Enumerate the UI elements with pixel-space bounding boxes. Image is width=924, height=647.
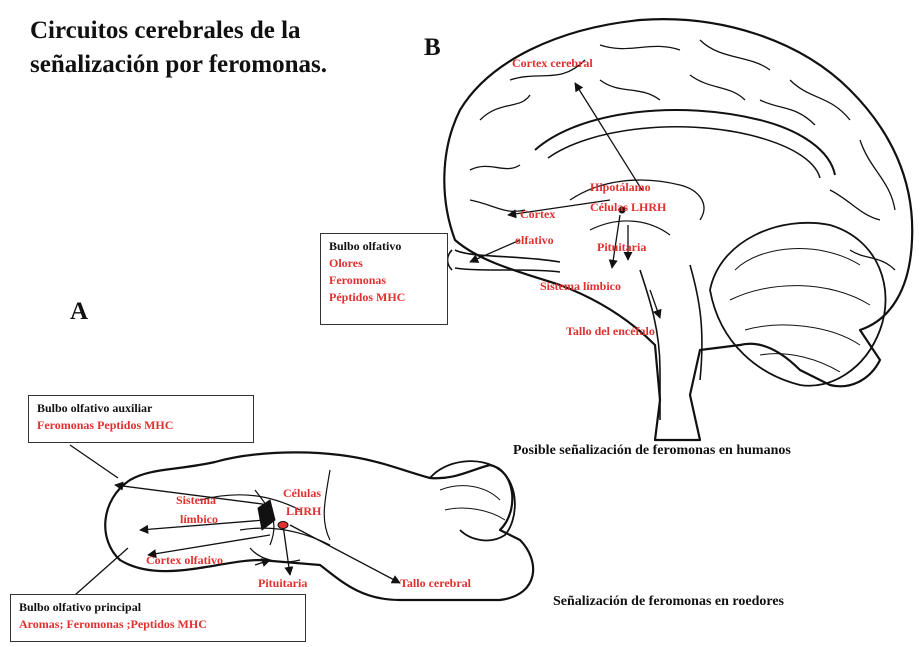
label-cortex-cerebral: Cortex cerebral — [512, 56, 593, 70]
human-brain-illustration — [444, 19, 912, 440]
box-aux-head: Bulbo olfativo auxiliar — [37, 400, 245, 417]
label-pituitaria-human: Pituitaria — [597, 240, 646, 254]
label-hipotalamo: Hipotálamo — [590, 180, 651, 194]
box-main-head: Bulbo olfativo principal — [19, 599, 297, 616]
box-item-olores: Olores — [329, 255, 439, 272]
label-celulas-lhrh: Células LHRH — [590, 200, 666, 214]
lhrh-dot-rodent — [278, 522, 288, 529]
panel-letter-a: A — [70, 298, 88, 326]
box-main-red: Aromas; Feromonas ;Peptidos MHC — [19, 616, 297, 633]
caption-rodent: Señalización de feromonas en roedores — [553, 594, 784, 610]
label-sistema-limbico-1: Sistema — [176, 493, 216, 507]
box-bulbo-principal: Bulbo olfativo principal Aromas; Feromon… — [10, 594, 306, 642]
label-tallo-encefalo: Tallo del encéfalo — [566, 324, 655, 338]
box-item-feromonas: Feromonas — [329, 272, 439, 289]
label-cortex-olfativo-rodent: Cortex olfativo — [146, 553, 223, 567]
box-head: Bulbo olfativo — [329, 238, 439, 255]
box-bulbo-olfativo-human: Bulbo olfativo Olores Feromonas Péptidos… — [320, 233, 448, 325]
label-pituitaria-rodent: Pituitaria — [258, 576, 307, 590]
label-tallo-cerebral: Tallo cerebral — [400, 576, 471, 590]
rodent-arrows — [70, 445, 400, 595]
label-cortex-olfativo-1: Cortex — [520, 207, 555, 221]
label-celulas-2: LHRH — [286, 504, 321, 518]
label-sistema-limbico-2: límbico — [180, 512, 218, 526]
box-aux-red: Feromonas Peptidos MHC — [37, 417, 245, 434]
box-bulbo-auxiliar: Bulbo olfativo auxiliar Feromonas Peptid… — [28, 395, 254, 443]
caption-human: Posible señalización de feromonas en hum… — [513, 443, 791, 459]
box-item-peptidos: Péptidos MHC — [329, 289, 439, 306]
label-celulas-1: Células — [283, 486, 321, 500]
label-cortex-olfativo-2: olfativo — [515, 233, 554, 247]
panel-letter-b: B — [424, 34, 441, 62]
label-sistema-limbico-human: Sistema límbico — [540, 279, 621, 293]
